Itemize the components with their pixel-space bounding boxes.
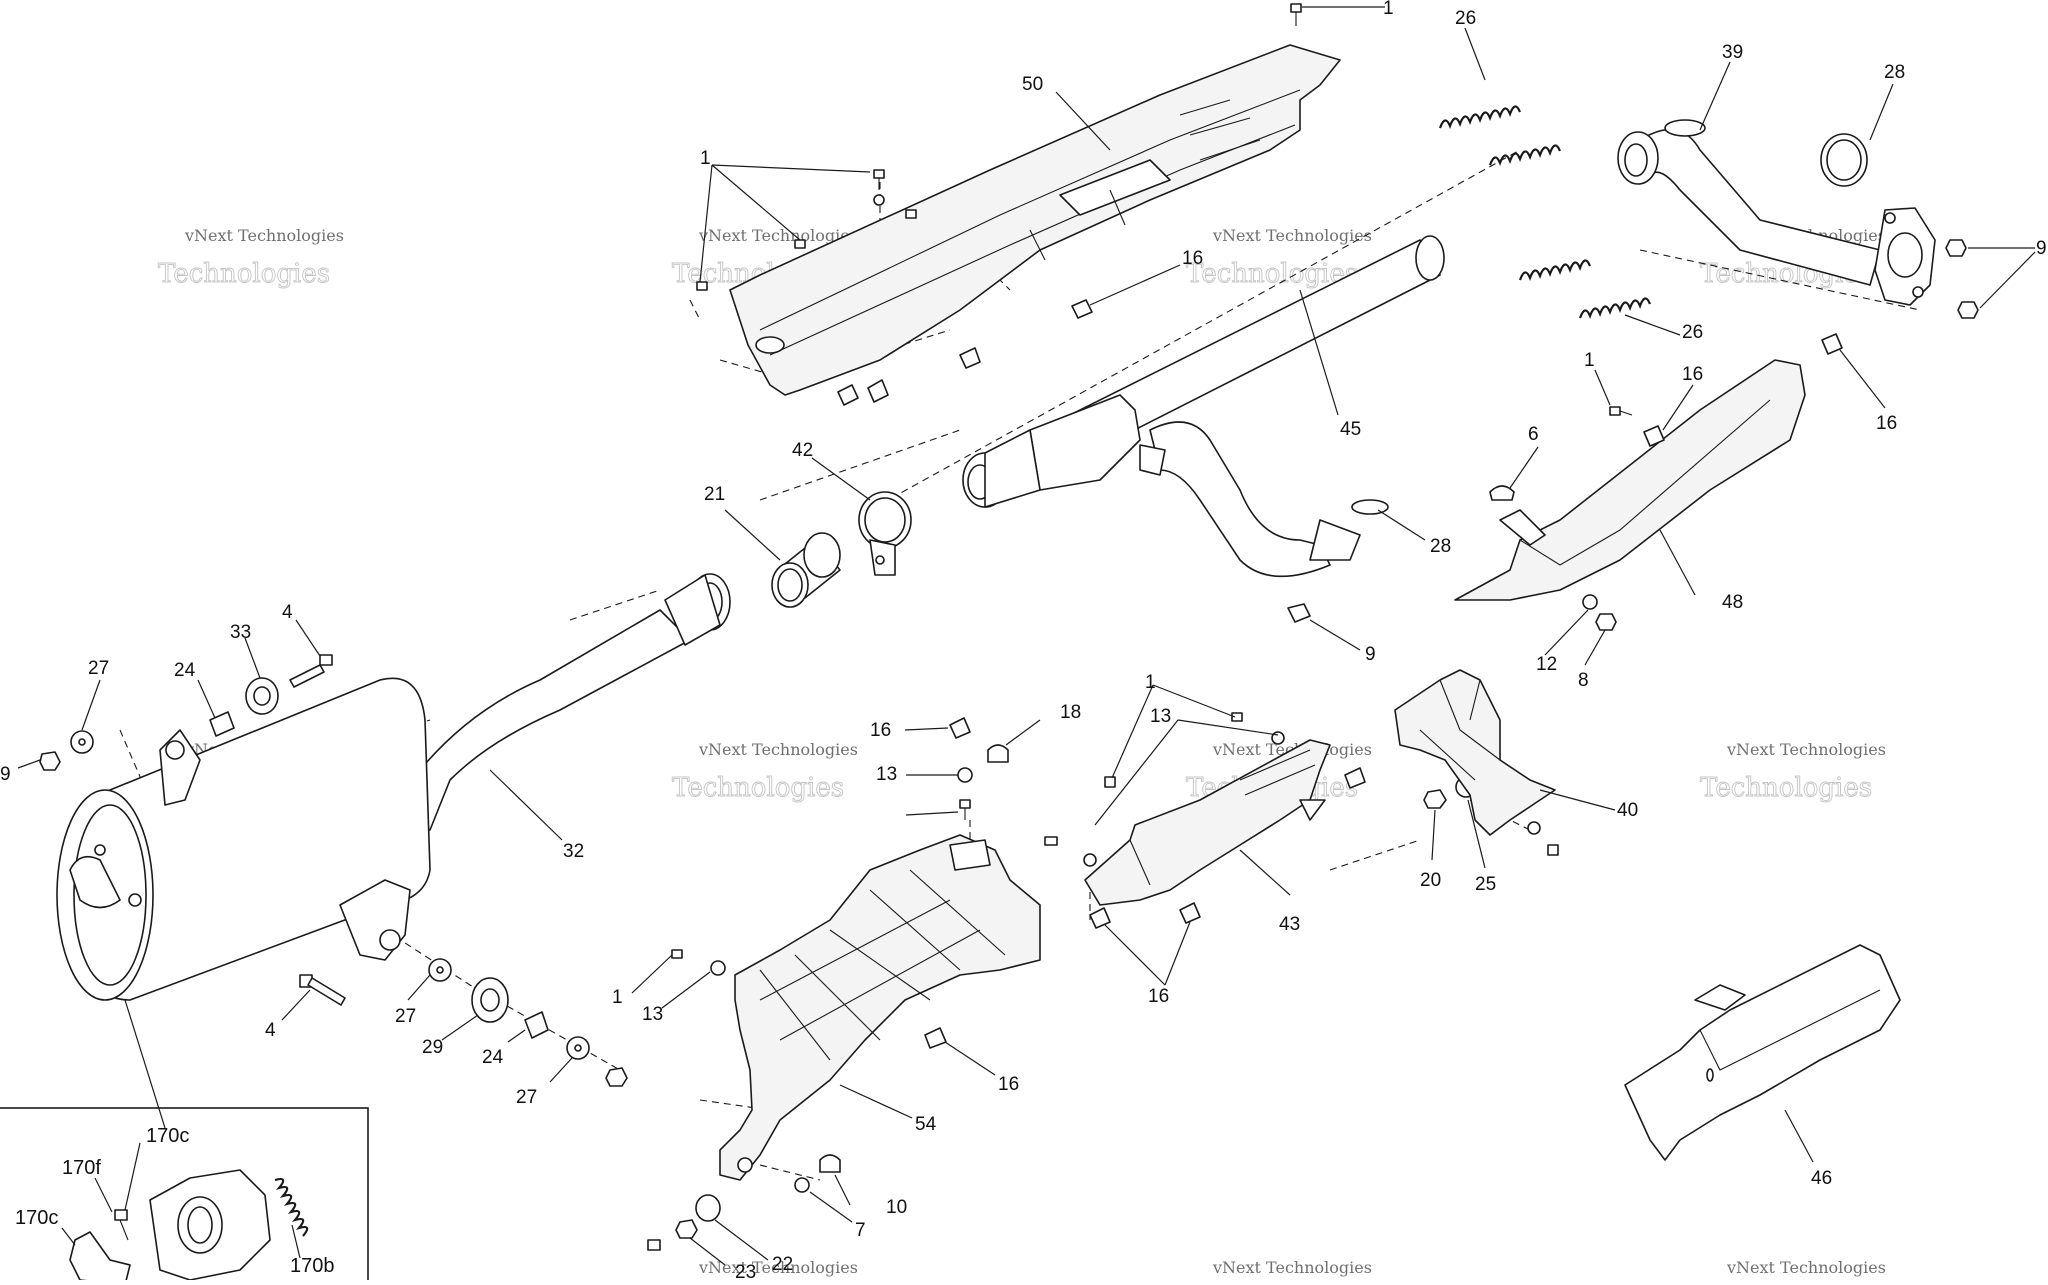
callout-label: 54	[915, 1114, 937, 1135]
heat-shield-40	[1394, 669, 1556, 836]
spring-26	[1518, 259, 1592, 282]
heat-shield-43	[1084, 739, 1331, 906]
callout-label: 1	[1584, 350, 1595, 371]
watermark: Technologies vNext Technologies	[1700, 740, 1886, 803]
callout-label: 170f	[62, 1157, 101, 1179]
callout-label: 24	[174, 660, 196, 681]
callout-label: 9	[1365, 644, 1376, 665]
assembly-lines	[119, 149, 1921, 1181]
callout-label: 170c	[146, 1125, 189, 1147]
callout-label: 28	[1430, 536, 1451, 557]
svg-text:Technologies: Technologies	[1700, 773, 1872, 803]
svg-text:vNext Technologies: vNext Technologies	[184, 226, 344, 245]
svg-text:vNext Technologies: vNext Technologies	[1726, 740, 1886, 759]
watermark: Technologies vNext Technologies	[158, 226, 344, 289]
callout-label: 7	[855, 1220, 866, 1241]
sleeve-21	[771, 532, 841, 608]
callout-label: 43	[1279, 914, 1300, 935]
callout-label: 12	[1536, 654, 1557, 675]
callout-label: 23	[735, 1262, 756, 1280]
callout-label: 16	[1682, 364, 1703, 385]
spring-26	[1578, 297, 1652, 320]
gasket-28	[1820, 133, 1868, 187]
callout-label: 29	[422, 1037, 443, 1058]
svg-text:Technologies: Technologies	[158, 259, 330, 289]
spring-26	[1488, 144, 1562, 167]
heat-shield-48	[1454, 359, 1806, 601]
callout-label: 1	[612, 987, 623, 1008]
callout-label: 16	[870, 720, 891, 741]
svg-text:Technologies: Technologies	[672, 773, 844, 803]
callout-label: 1	[700, 148, 711, 169]
callout-label: 16	[1148, 986, 1169, 1007]
detail-inset	[0, 1107, 369, 1285]
callout-label: 46	[1811, 1168, 1832, 1189]
callout-label: 40	[1617, 800, 1638, 821]
callout-label: 16	[1876, 413, 1897, 434]
callout-label: 48	[1722, 592, 1743, 613]
watermark: Technologies vNext Technologies	[672, 740, 858, 803]
hardware	[39, 3, 1979, 1251]
callout-label: 16	[998, 1074, 1019, 1095]
callout-label: 24	[482, 1047, 504, 1068]
callout-label: 4	[265, 1020, 276, 1041]
tailpipe-32	[399, 573, 731, 836]
callout-label: 27	[88, 658, 109, 679]
callout-label: 9	[0, 764, 11, 785]
callout-label: 18	[1060, 702, 1081, 723]
svg-text:vNext Technologies: vNext Technologies	[1726, 1258, 1886, 1277]
callout-label: 4	[282, 602, 293, 623]
header-pipe-39	[1617, 119, 1936, 306]
callout-label: 6	[1528, 424, 1539, 445]
callout-label: 22	[772, 1254, 793, 1275]
callout-label: 170c	[15, 1207, 58, 1229]
callout-label: 16	[1182, 248, 1203, 269]
callout-label: 45	[1340, 419, 1361, 440]
clamp-42	[858, 491, 912, 576]
svg-text:vNext Technologies: vNext Technologies	[698, 226, 858, 245]
callout-label: 10	[886, 1197, 907, 1218]
callout-label: 20	[1420, 870, 1441, 891]
callout-label: 21	[704, 484, 725, 505]
callout-label: 13	[642, 1004, 663, 1025]
callout-label: 26	[1455, 8, 1476, 29]
callout-label: 26	[1682, 322, 1703, 343]
callout-label: 1	[1145, 672, 1156, 693]
callout-label: 39	[1722, 42, 1743, 63]
heat-shield-54	[719, 834, 1041, 1181]
svg-text:vNext Technologies: vNext Technologies	[698, 740, 858, 759]
callout-label: 28	[1884, 62, 1905, 83]
callout-label: 42	[792, 440, 813, 461]
callout-label: 13	[876, 764, 897, 785]
svg-text:vNext Technologies: vNext Technologies	[698, 1258, 858, 1277]
callout-label: 13	[1150, 706, 1171, 727]
spring-26	[1438, 105, 1522, 130]
muffler	[56, 677, 431, 1001]
svg-text:vNext Technologies: vNext Technologies	[1212, 1258, 1372, 1277]
callout-label: 170b	[290, 1255, 335, 1277]
gasket-28	[1351, 499, 1389, 515]
callout-label: 1	[1383, 0, 1394, 19]
callout-label: 8	[1578, 670, 1589, 691]
heat-shield-50	[729, 44, 1341, 396]
callout-label: 25	[1475, 874, 1496, 895]
callout-label: 32	[563, 841, 584, 862]
exhaust-pipe-45	[962, 235, 1445, 578]
leader-lines	[17, 6, 2036, 1266]
callout-label: 9	[2036, 238, 2047, 259]
bracket-46	[1624, 944, 1901, 1161]
callout-label: 33	[230, 622, 251, 643]
callout-label: 50	[1022, 74, 1043, 95]
callout-label: 27	[516, 1087, 537, 1108]
svg-text:vNext Technologies: vNext Technologies	[1212, 226, 1372, 245]
callout-label: 27	[395, 1006, 416, 1027]
